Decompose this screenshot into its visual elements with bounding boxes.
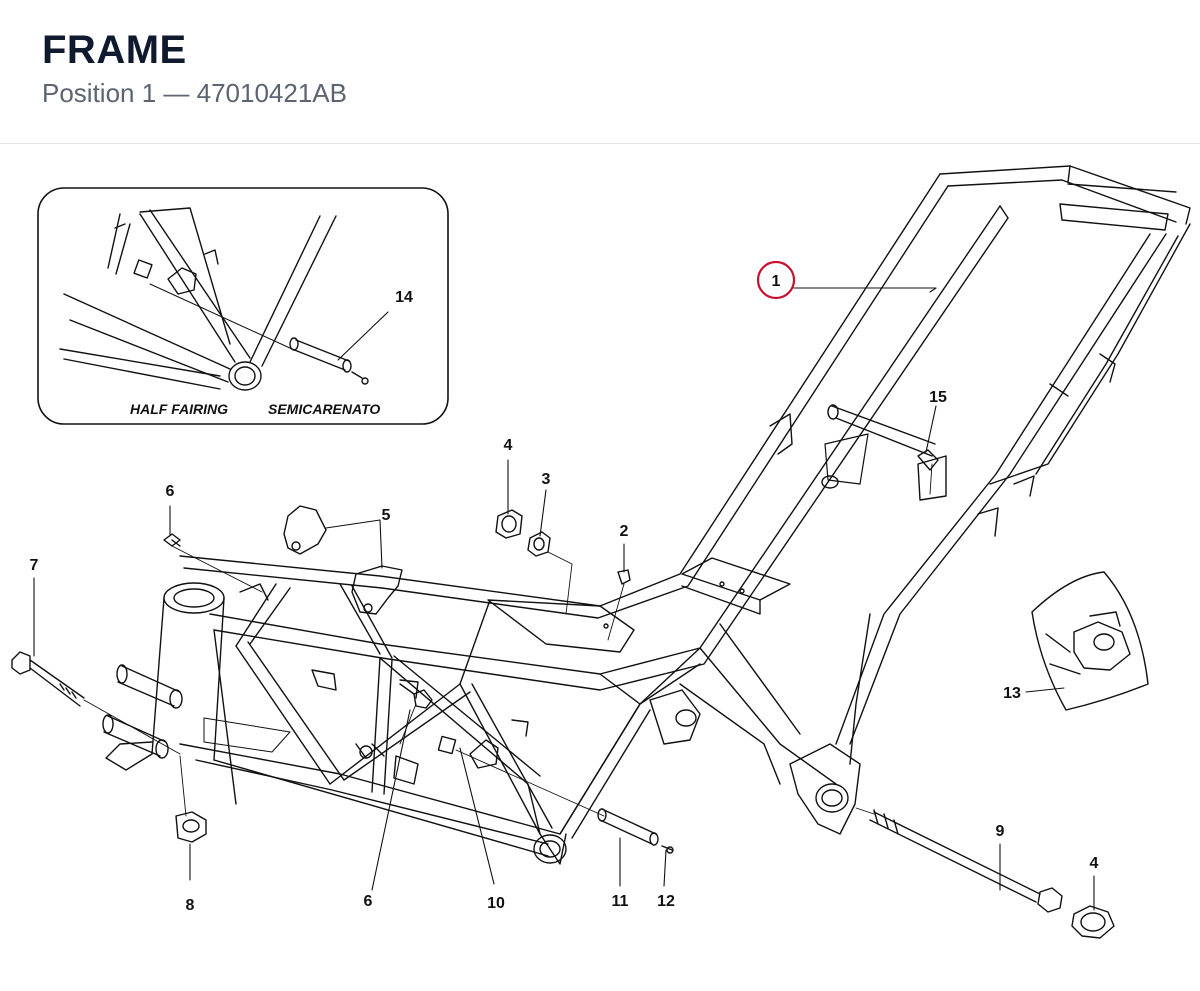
leader-6-bottom: [371, 709, 411, 891]
leader-13: [1025, 687, 1065, 693]
callout-2: 2: [620, 523, 629, 540]
leader-10: [459, 747, 495, 885]
leader-3: [539, 489, 547, 537]
half-fairing-inset: [37, 187, 449, 425]
callout-3: 3: [542, 471, 551, 488]
inset-caption-right: SEMICARENATO: [268, 401, 380, 417]
page-header: FRAME Position 1 — 47010421AB: [0, 0, 1200, 144]
callout-6-top: 6: [166, 483, 175, 500]
callout-1: 1: [772, 273, 781, 290]
callout-6-bottom: 6: [364, 893, 373, 910]
callout-1-ring: [756, 260, 796, 300]
inset-caption-left: HALF FAIRING: [130, 401, 228, 417]
leader-15: [925, 405, 937, 453]
leader-1: [793, 287, 937, 293]
callout-5: 5: [382, 507, 391, 524]
callout-4-bottom: 4: [1090, 855, 1099, 872]
callout-13: 13: [1003, 685, 1021, 702]
callout-12: 12: [657, 893, 675, 910]
callout-4-top: 4: [504, 437, 513, 454]
leader-5a: [325, 519, 381, 529]
leader-5b: [379, 519, 383, 569]
callout-9: 9: [996, 823, 1005, 840]
callout-7: 7: [30, 557, 39, 574]
callout-8: 8: [186, 897, 195, 914]
frame-assembly: [102, 165, 1191, 865]
callout-labels: 1 2 3 4 4 5 6 6 7 8 9 10 11 12 13 14 15 …: [30, 273, 1099, 914]
exploded-parts-diagram: 1 2 3 4 4 5 6 6 7 8 9 10 11 12 13 14 15 …: [11, 165, 1191, 939]
page-subtitle: Position 1 — 47010421AB: [42, 78, 347, 108]
callout-10: 10: [487, 895, 505, 912]
callout-15: 15: [929, 389, 947, 406]
callout-11: 11: [612, 893, 629, 910]
leader-12: [663, 849, 667, 887]
callout-14: 14: [395, 289, 413, 306]
page-title: FRAME: [42, 28, 187, 72]
